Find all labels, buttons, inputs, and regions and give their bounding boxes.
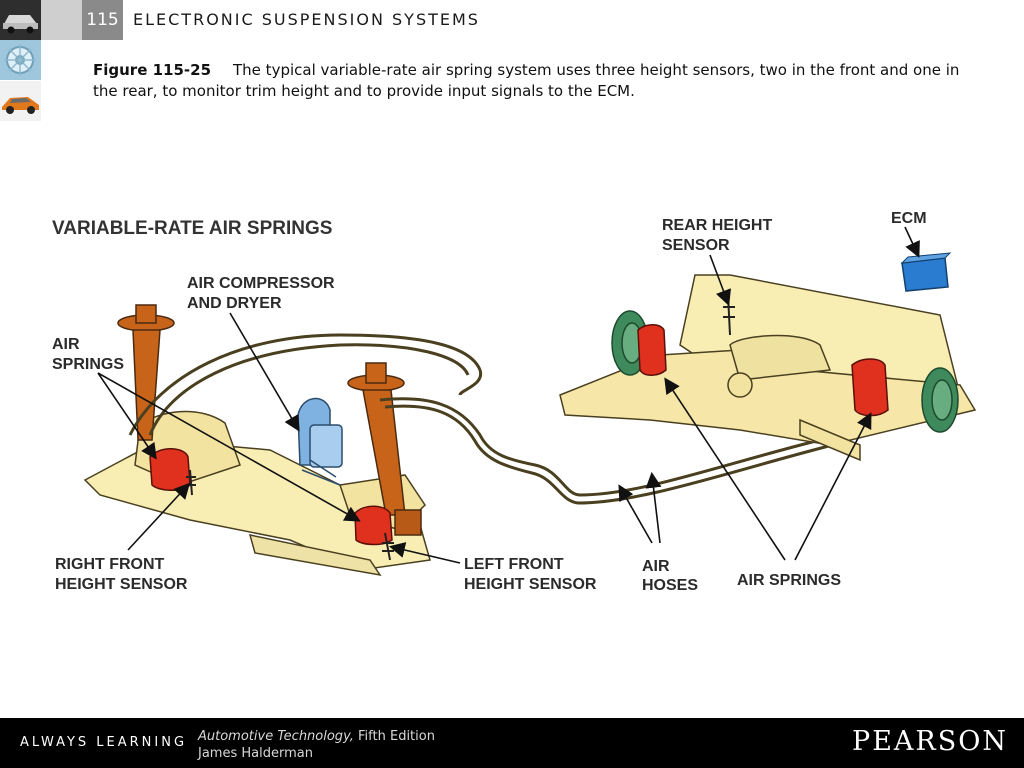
air-compressor-label-2: AND DRYER [187,295,282,312]
footer-slogan: ALWAYS LEARNING [20,735,188,750]
blank-thumbnail [41,0,82,40]
sports-car-thumbnail [0,81,41,121]
rear-air-springs [637,324,889,417]
figure-label: Figure 115-25 [93,61,212,79]
book-author: James Halderman [198,746,313,761]
ecm-module [900,252,952,292]
air-springs-left-label-2: SPRINGS [52,356,125,373]
rear-height-sensor-label-1: REAR HEIGHT [662,217,773,234]
left-front-sensor-label-1: LEFT FRONT [464,556,564,573]
book-edition: Fifth Edition [353,729,435,744]
car-thumbnail [0,0,41,40]
pearson-logo: PEARSON [852,726,1008,757]
right-front-sensor-label-2: HEIGHT SENSOR [55,576,188,593]
right-front-sensor-label-1: RIGHT FRONT [55,556,165,573]
gear-thumbnail [0,40,41,80]
air-hoses-label-2: HOSES [642,577,699,594]
leader-lines [97,226,920,564]
diagram-title: VARIABLE-RATE AIR SPRINGS [52,218,333,239]
chapter-title: ELECTRONIC SUSPENSION SYSTEMS [133,10,480,29]
footer-book-info: Automotive Technology, Fifth Edition Jam… [198,728,435,762]
air-spring-diagram: VARIABLE-RATE AIR SPRINGS AIR COMPRESSOR… [40,195,990,615]
chapter-number: 115 [82,0,123,40]
air-springs-left-label-1: AIR [52,336,80,353]
rear-height-sensor-label-2: SENSOR [662,237,730,254]
ecm-label: ECM [891,210,927,227]
air-compressor-label-1: AIR COMPRESSOR [187,275,335,292]
figure-caption-text: The typical variable-rate air spring sys… [93,61,960,100]
front-shock-absorbers [117,304,422,536]
header-thumbnails [0,0,41,122]
footer-bar: ALWAYS LEARNING Automotive Technology, F… [0,718,1024,768]
book-title: Automotive Technology, [198,729,354,744]
diagram-illustration [83,226,977,577]
left-front-sensor-label-2: HEIGHT SENSOR [464,576,597,593]
air-springs-right-label: AIR SPRINGS [737,572,842,589]
air-hoses-label-1: AIR [642,558,670,575]
air-compressor-dryer [297,397,343,486]
